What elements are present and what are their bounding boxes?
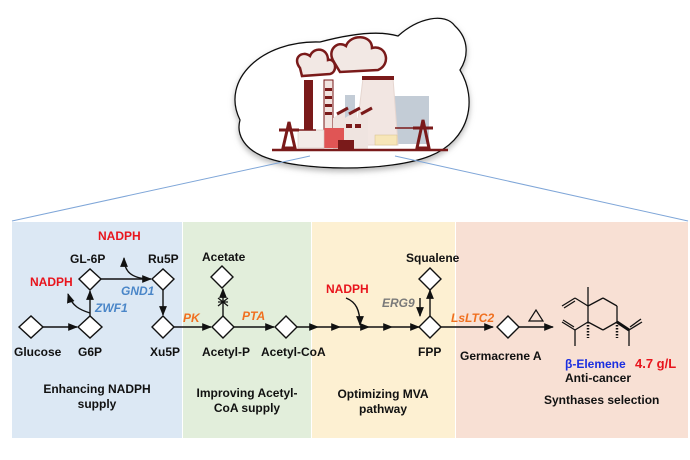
knockout-icon xyxy=(217,297,229,307)
acetate-node xyxy=(210,265,234,289)
acetyl-coa-label: Acetyl-CoA xyxy=(261,345,326,359)
germacrene-a-label: Germacrene A xyxy=(460,349,542,363)
heat-symbol-icon xyxy=(527,308,545,322)
gl6p-label: GL-6P xyxy=(70,252,105,266)
pk-gene-label: PK xyxy=(183,311,201,325)
pta-gene-label: PTA xyxy=(242,309,265,323)
glucose-label: Glucose xyxy=(14,345,62,359)
nadph-gnd1-label: NADPH xyxy=(98,229,141,243)
product-name-label: β-Elemene xyxy=(565,357,626,371)
erg9-gene-label: ERG9 xyxy=(382,296,415,310)
g6p-label: G6P xyxy=(78,345,102,359)
section-title-acetyl-line2: CoA supply xyxy=(214,401,281,415)
acetate-label: Acetate xyxy=(202,250,246,264)
section-title-acetyl-line1: Improving Acetyl- xyxy=(197,386,298,400)
zoom-line-left xyxy=(11,155,311,222)
section-title-synthase: Synthases selection xyxy=(544,393,659,407)
gnd1-gene-label: GND1 xyxy=(121,284,155,298)
panel-synthase xyxy=(456,222,688,438)
section-title-mva-line1: Optimizing MVA xyxy=(337,387,428,401)
product-activity-label: Anti-cancer xyxy=(565,371,631,385)
zwf1-gene-label: ZWF1 xyxy=(94,301,128,315)
section-title-nadph-line1: Enhancing NADPH xyxy=(43,382,150,396)
zoom-line-right xyxy=(394,155,689,222)
nadph-mva-label: NADPH xyxy=(326,282,369,296)
g6p-node xyxy=(76,315,104,339)
squalene-label: Squalene xyxy=(406,251,460,265)
lsltc2-gene-label: LsLTC2 xyxy=(451,311,494,325)
fpp-node xyxy=(418,315,442,339)
section-title-mva-line2: pathway xyxy=(359,402,407,416)
acetyl-p-label: Acetyl-P xyxy=(202,345,250,359)
ru5p-label: Ru5P xyxy=(148,252,179,266)
beta-elemene-structure xyxy=(561,287,643,346)
xu5p-label: Xu5P xyxy=(150,345,180,359)
factory-icon xyxy=(272,36,448,152)
section-title-nadph-line2: supply xyxy=(78,397,117,411)
fpp-label: FPP xyxy=(418,345,441,359)
ru5p-node xyxy=(150,268,176,291)
product-titer-label: 4.7 g/L xyxy=(635,356,676,371)
squalene-node xyxy=(418,267,442,291)
nadph-zwf1-label: NADPH xyxy=(30,275,73,289)
